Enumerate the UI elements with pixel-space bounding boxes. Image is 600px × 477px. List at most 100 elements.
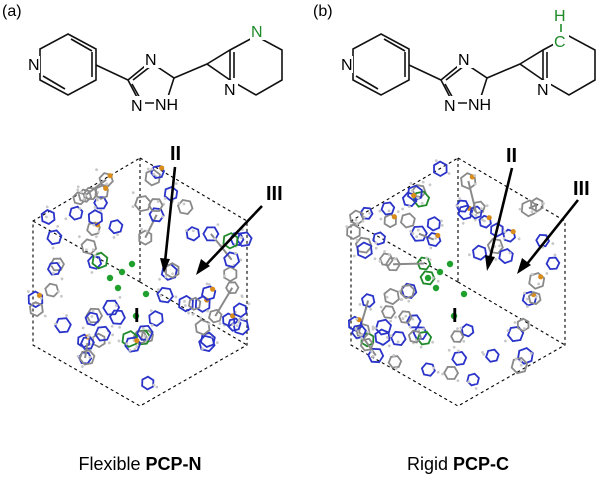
ligand-ring [176, 199, 194, 215]
linker-bond [84, 342, 89, 359]
ligand-ring [407, 329, 423, 344]
ligand-ring [380, 305, 396, 319]
hydrogen-atom [43, 314, 47, 318]
ligand-ring [457, 204, 474, 221]
hydrogen-atom [411, 317, 415, 321]
ligand-ring [202, 226, 220, 242]
ligand-ring [77, 333, 91, 349]
hex-inner-b3 [457, 281, 566, 346]
guest-molecule [114, 284, 122, 292]
hydrogen-atom [373, 257, 377, 261]
ligand-ring [194, 318, 211, 336]
hydrogen-atom [88, 355, 92, 359]
hydrogen-atom [498, 244, 501, 248]
hydrogen-atom [428, 258, 432, 262]
hydrogen-atom [161, 215, 165, 219]
ligand-ring [147, 198, 164, 213]
ligand-ring [379, 252, 394, 267]
hydrogen-atom [396, 210, 400, 214]
ligand-ring [387, 355, 403, 369]
ligand-ring [46, 229, 63, 246]
hydrogen-atom [187, 311, 191, 315]
linker-bond [418, 232, 435, 241]
hydrogen-atom [149, 309, 153, 313]
hydrogen-atom [425, 256, 429, 260]
ligand-ring [372, 231, 386, 246]
pyrazine-frame-a [205, 35, 283, 96]
hydrogen-atom [436, 279, 440, 283]
label-i-a: I [134, 305, 140, 327]
hydrogen-atom [396, 340, 400, 344]
hydrogen-atom [51, 246, 55, 250]
hydrogen-atom [519, 363, 523, 367]
metal-node [538, 274, 544, 280]
hydrogen-atom [387, 209, 391, 213]
hydrogen-atom [440, 219, 443, 223]
hydrogen-atom [503, 230, 507, 234]
ligand-ring [545, 256, 561, 271]
ligand-ring [383, 287, 400, 306]
ligand-ring [136, 324, 154, 341]
hydrogen-atom [87, 333, 91, 337]
hydrogen-atom [114, 304, 118, 307]
guest-molecule [118, 268, 126, 276]
metal-node [435, 232, 441, 239]
ligand-ring [207, 308, 223, 324]
ligand-ring [498, 247, 514, 265]
hydrogen-atom [60, 294, 63, 298]
hydrogen-atom [205, 282, 209, 286]
metal-node [391, 214, 397, 220]
triazole-n-left-b: N [444, 98, 456, 115]
hydrogen-atom [235, 324, 239, 328]
hydrogen-atom [434, 236, 438, 240]
hydrogen-atom [389, 334, 393, 338]
hydrogen-atom [45, 205, 49, 209]
hydrogen-atom [152, 172, 156, 176]
hydrogen-atom [191, 312, 195, 316]
hydrogen-atom [517, 237, 521, 241]
ligand-ring [141, 375, 155, 391]
hydrogen-atom [76, 354, 80, 358]
ligand-ring [450, 330, 465, 343]
hydrogen-atom [354, 218, 358, 222]
hydrogen-atom [374, 326, 377, 330]
hydrogen-atom [389, 319, 393, 323]
ligand-ring [134, 195, 152, 213]
ligand-ring [79, 336, 95, 350]
ligand-ring [40, 208, 56, 226]
ligand-ring [412, 190, 431, 208]
ligand-ring [506, 325, 525, 343]
arrow-iii-a-head [196, 259, 210, 275]
ligand-ring [223, 251, 241, 269]
hydrogen-atom [128, 348, 132, 352]
hydrogen-atom [529, 352, 533, 355]
hydrogen-atom [86, 335, 90, 339]
pyridine-ring-b [352, 33, 410, 96]
ligand-ring [419, 270, 436, 286]
caption-b-bold: PCP-C [453, 454, 509, 474]
hydrogen-atom [90, 315, 94, 318]
ligand-ring [520, 199, 538, 218]
triazole-n-left-a: N [131, 98, 143, 115]
hydrogen-atom [502, 236, 506, 240]
hydrogen-atom [467, 253, 471, 257]
hydrogen-atom [240, 294, 244, 298]
hydrogen-atom [234, 251, 238, 255]
ligand-ring [80, 238, 98, 255]
ligand-ring [380, 201, 396, 216]
hydrogen-atom [429, 246, 433, 250]
caption-a: Flexible PCP-N [78, 454, 201, 474]
linker-bond [528, 203, 538, 210]
hydrogen-atom [155, 385, 159, 389]
pyridine-double-b3 [355, 75, 379, 90]
hydrogen-atom [485, 204, 489, 208]
arrow-iii-b-head [517, 258, 531, 274]
arrow-iii-b [525, 199, 580, 265]
hydrogen-atom [523, 291, 526, 295]
ligand-ring [102, 299, 121, 316]
hydrogen-atom [223, 274, 226, 278]
hydrogen-atom [378, 259, 382, 263]
hydrogen-atom [440, 223, 444, 227]
hydrogen-atom [409, 181, 413, 185]
hydrogen-atom [457, 349, 461, 353]
